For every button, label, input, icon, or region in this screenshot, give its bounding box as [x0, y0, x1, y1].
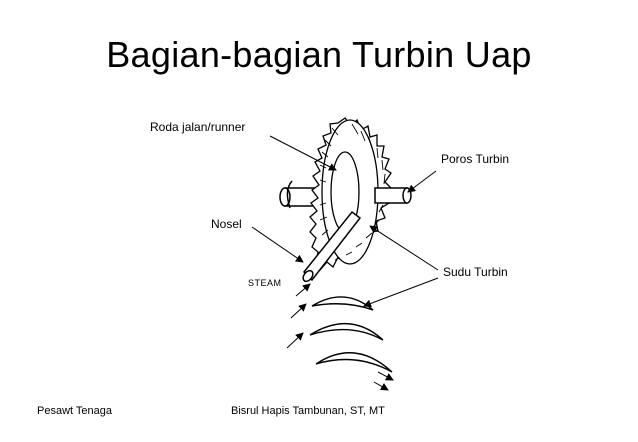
blade-profiles — [309, 296, 393, 373]
slide-title: Bagian-bagian Turbin Uap — [106, 34, 532, 75]
label-steam: STEAM — [248, 278, 282, 288]
label-shaft: Poros Turbin — [441, 152, 510, 166]
steam-arrows — [286, 283, 394, 391]
footer-left: Pesawt Tenaga — [37, 405, 113, 417]
nozzle — [302, 210, 362, 283]
label-blades: Sudu Turbin — [443, 265, 508, 279]
label-runner: Roda jalan/runner — [150, 120, 246, 134]
pointer-lines — [251, 135, 439, 308]
rotor-wheel — [309, 117, 392, 272]
shaft-right — [374, 187, 412, 204]
footer-author: Bisrul Hapis Tambunan, ST, MT — [231, 405, 385, 417]
label-nozzle: Nosel — [211, 217, 242, 231]
